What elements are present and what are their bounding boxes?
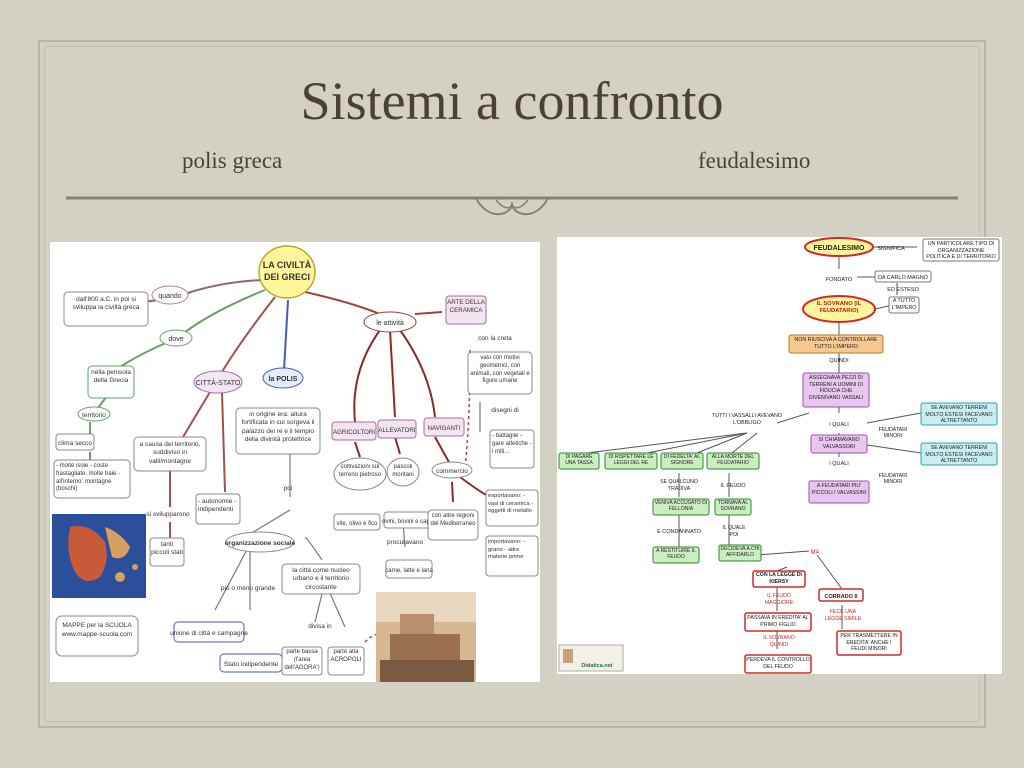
label-tutti-vassalli: TUTTI I VASSALLI AVEVANO L'OBBLIGO: [711, 413, 783, 426]
node-valvassori: SI CHIAMAVANO VALVASSORI: [818, 437, 860, 450]
label-divisa-in: divisa in: [308, 623, 332, 630]
label-sovrano-quindi: IL SOVRANO QUINDI: [763, 635, 795, 648]
node-restituire: A RESTITUIRE IL FEUDO: [656, 548, 696, 561]
ornamental-divider: [66, 196, 958, 216]
node-mappe-scuola: MAPPE per la SCUOLA www.mappe-scuola.com: [61, 622, 133, 638]
node-penisola-grecia: nella penisola della Grecia: [91, 369, 131, 385]
label-feudatari-minori-1: FEUDATARI MINORI: [878, 427, 908, 440]
node-se-avevano-1: SE AVEVANO TERRENI MOLTO ESTESI FACEVANO…: [925, 405, 993, 424]
node-polis: la POLIS: [269, 376, 298, 383]
node-valvassini: A FEUDATARI PIU' PICCOLI I VALVASSINI: [811, 483, 867, 496]
label-attivita: le attività: [376, 320, 404, 327]
label-feudatari-minori-2: FEUDATARI MINORI: [878, 473, 908, 486]
node-tanti-piccoli-stati: tanti piccoli stati: [151, 541, 183, 557]
label-e-condannato: E CONDANNATO: [657, 529, 702, 535]
node-civilta-greci-line2: DEI GRECI: [264, 272, 310, 282]
node-autonomie: - autonomie - indipendenti: [198, 498, 237, 514]
node-citta-stato: CITTÀ-STATO: [196, 378, 241, 387]
label-il-feudo: IL FEUDO: [720, 483, 746, 489]
node-organizzazione-sociale: organizzazione sociale: [225, 540, 296, 547]
node-agricoltori: AGRICOLTORI: [333, 429, 375, 436]
node-non-riusciva: NON RIUSCIVA A CONTROLLARE TUTTO L'IMPER…: [794, 337, 878, 350]
label-procuravano: procuravano: [387, 539, 424, 546]
label-fondato: FONDATO: [826, 277, 853, 283]
node-il-sovrano: IL SOVRANO (IL FEUDATARIO): [816, 301, 862, 315]
node-alla-morte: ALLA MORTE DEL FEUDATARIO: [711, 454, 755, 467]
slide-title: Sistemi a confronto: [300, 71, 724, 131]
label-territorio: territorio: [82, 412, 106, 419]
label-ma: MA: [811, 550, 820, 556]
node-a-tutto-impero: A TUTTO L'IMPERO: [891, 298, 917, 311]
subtitle-feudalesimo: feudalesimo: [698, 148, 811, 173]
label-quando: quando: [158, 293, 181, 300]
node-civilta-greci-bubble: [258, 245, 316, 299]
label-se-qualcuno: SE QUALCUNO TRADIVA: [660, 479, 698, 492]
node-dall800: dall'800 a.C. in poi si sviluppa la civi…: [72, 296, 140, 312]
node-citta-nucleo: la città come nucleo urbano e il territo…: [292, 567, 350, 591]
node-civilta-greci-line1: LA CIVILTÀ: [263, 260, 312, 270]
label-piu-meno-grande: più o meno grande: [221, 585, 276, 592]
node-se-avevano-2: SE AVEVANO TERRENI MOLTO ESTESI FACEVANO…: [925, 445, 993, 464]
greece-map-image: [52, 514, 146, 598]
node-rispettare-leggi: DI RISPETTARE LE LEGGI DEL RE: [608, 454, 654, 467]
label-con-la-creta: con la creta: [478, 335, 512, 342]
node-feudalesimo: FEUDALESIMO: [814, 245, 866, 252]
concept-map-feudalesimo: FEUDALESIMO SIGNIFICA UN PARTICOLARE TIP…: [557, 237, 1002, 674]
node-importavano: importavano: - grano - altre materie pri…: [488, 539, 526, 561]
node-causa-territorio: a causa del territorio, suddiviso in val…: [139, 441, 201, 465]
node-stato-indipendente: Stato indipendente: [224, 661, 279, 668]
node-corrado-ii: CORRADO II: [825, 594, 858, 600]
node-unione-citta: unione di città e campagne: [170, 630, 248, 637]
node-vite-olivo: vite, olivo e fico: [336, 521, 378, 527]
node-isole-coste: - molte isole - coste frastagliate, molt…: [56, 463, 121, 493]
node-parte-bassa: parte bassa (l'area dell'AGORA'): [284, 649, 320, 671]
label-il-quale-poi: IL QUALE POI: [722, 525, 746, 538]
node-commercio: commercio: [436, 468, 468, 475]
node-tornava: TORNAVA AL SOVRANO: [717, 500, 749, 513]
label-fece-una-legge: FECE UNA LEGGE SIMILE: [824, 609, 862, 622]
node-assegnava: ASSEGNAVA PEZZI DI TERRENI A UOMINI DI F…: [808, 375, 864, 401]
label-disegni-di: disegni di: [491, 407, 518, 414]
label-feudo-maggiore: IL FEUDO MAGGIORE: [764, 593, 794, 606]
label-si-svilupparono: si svilupparono: [146, 511, 190, 518]
node-fedelta: DI FEDELTA' AL SIGNORE: [663, 454, 701, 467]
node-perdeva-controllo: PERDEVA IL CONTROLLO DEL FEUDO: [746, 657, 810, 670]
node-coltivazioni: coltivazioni sul terreno pietroso: [338, 464, 382, 478]
acropolis-image: [376, 592, 476, 682]
node-clima-secco: clima secco: [58, 440, 92, 447]
label-i-quali-1: I QUALI: [829, 422, 849, 428]
node-un-particolare: UN PARTICOLARE TIPO DI ORGANIZZAZIONE PO…: [926, 241, 996, 261]
node-decideva: DECIDEVA A CHI AFFIDARLO: [720, 546, 760, 559]
node-naviganti: NAVIGANTI: [428, 425, 461, 432]
node-arte-ceramica: ARTE DELLA CERAMICA: [447, 299, 485, 315]
node-esportavano: esportavano: - vasi di ceramica - oggett…: [488, 493, 534, 515]
node-con-altre-regioni: con altre regioni del Mediterraneo: [430, 513, 476, 527]
didatica-logo: Didatica.net: [558, 644, 624, 672]
label-i-quali-2: I QUALI: [829, 461, 849, 467]
node-pagare-tassa: DI PAGARE UNA TASSA: [565, 454, 593, 467]
node-veniva-accusato: VENIVA ACCUSATO DI FELLONIA: [654, 500, 708, 513]
label-dove: dove: [168, 336, 183, 343]
node-per-trasmettere: PER TRASMETTERE IN EREDITA' ANCHE I FEUD…: [840, 633, 898, 652]
node-pascoli-montani: pascoli montani: [392, 464, 414, 478]
label-significa: SIGNIFICA: [877, 246, 905, 252]
node-da-carlo-magno: DA CARLO MAGNO: [878, 275, 929, 281]
node-origine: in origine era: altura fortificata in cu…: [241, 411, 315, 444]
watermark-text: Didatica.net: [581, 663, 612, 669]
node-legge-kiersy: CON LA LEGGE DI KIERSY: [756, 572, 802, 585]
node-battaglie: - battaglie - gare atletiche - i miti...: [492, 433, 532, 455]
node-vasi: vasi con motivi geometrici, con animali,…: [470, 355, 530, 385]
node-carne-latte: carne, latte e lana: [385, 568, 433, 574]
node-passava-eredita: PASSAVA IN EREDITA' AL PRIMO FIGLIO: [747, 615, 809, 628]
concept-map-civilta-greci: LA CIVILTÀ DEI GRECI quando dall'800 a.C…: [50, 242, 540, 682]
label-poi: poi: [284, 485, 293, 492]
node-parte-alta: parte alta ACROPOLI: [330, 649, 362, 663]
node-ovini: ovini, bovini e caprini: [382, 519, 438, 525]
node-allevatori: ALLEVATORI: [378, 427, 415, 434]
label-quindi: QUINDI: [829, 358, 849, 364]
subtitle-polis-greca: polis greca: [182, 148, 283, 173]
label-ed-esteso: ED ESTESO: [887, 287, 919, 293]
